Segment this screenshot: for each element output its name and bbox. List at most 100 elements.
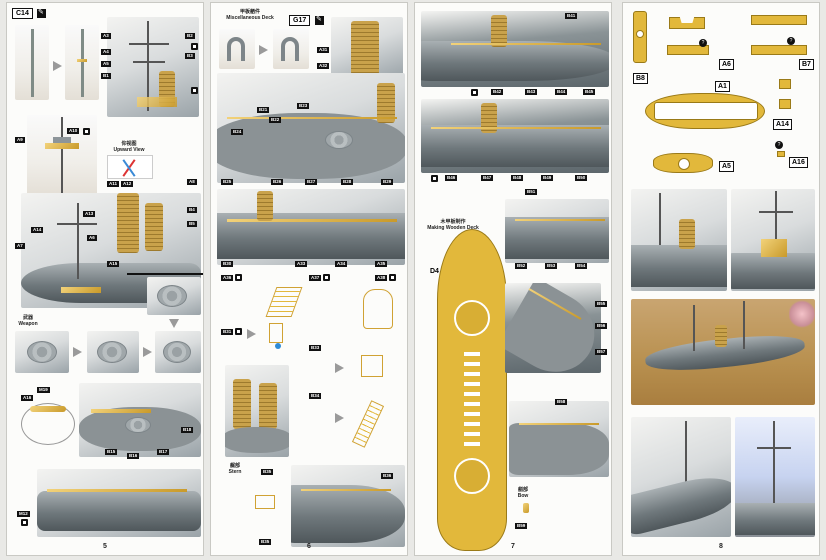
help-icon: ? (787, 37, 795, 45)
rail-overview-photo (421, 99, 609, 173)
part-tag: B46 (445, 175, 458, 181)
page-number: 8 (719, 543, 723, 550)
part-tag: B55 (595, 301, 608, 307)
part-tag: A7 (15, 243, 25, 249)
part-tag: A3 (101, 33, 111, 39)
arrow-right (53, 61, 62, 71)
part-b7-bottom (751, 45, 807, 55)
part-tag: A8 (187, 179, 197, 185)
part-b7-top (751, 15, 807, 25)
part-tag: A32 (317, 63, 330, 69)
part-tag: B22 (269, 117, 282, 123)
part-tag: B26 (271, 179, 284, 185)
part-tag: B17 (157, 449, 170, 455)
part-a6-bottom (667, 45, 709, 55)
turret-ring-aft (454, 458, 490, 494)
part-label-a6: A6 (719, 59, 734, 70)
instruction-page-8: B8 ? A6 ? B7 A1 A14 A5 ? A16 (622, 2, 820, 556)
part-label-a16: A16 (789, 157, 808, 168)
help-icon: ? (699, 39, 707, 47)
upward-view-diagram (107, 155, 153, 179)
part-chip (83, 128, 90, 135)
gun-ring-sketch (21, 403, 75, 445)
stern-cn: 艉部 (229, 463, 240, 469)
part-tag: A11 (107, 181, 120, 187)
tool-icon (315, 15, 324, 25)
funnel-cluster-photo (225, 365, 289, 457)
turret-ring-fore (454, 300, 490, 336)
part-tag: B47 (481, 175, 494, 181)
funnel-detail-photo (331, 17, 403, 77)
instruction-page-7: B41 B42 B43 B44 B45 B46 B47 B48 B49 B50 … (414, 2, 612, 556)
part-tag: B51 (525, 189, 538, 195)
part-tag: B23 (297, 103, 310, 109)
part-chip (431, 175, 438, 182)
part-tag: B44 (555, 89, 568, 95)
mast-detail-photo-before (15, 25, 49, 100)
bow-overview-photo (421, 11, 609, 87)
page-number: 6 (307, 543, 311, 550)
part-chip (235, 274, 242, 281)
part-tag: B33 (309, 345, 322, 351)
part-tag: B2 (185, 33, 195, 39)
part-chip (389, 274, 396, 281)
part-tag: B34 (309, 393, 322, 399)
arrow-right (73, 347, 82, 357)
part-tag: A6 (87, 235, 97, 241)
arrow-right (259, 45, 268, 55)
part-tag: A37 (309, 275, 322, 281)
upward-view-en: Upward View (113, 147, 145, 153)
part-tag: B4 (187, 207, 197, 213)
part-tag: B28 (341, 179, 354, 185)
section-divider (127, 273, 203, 275)
part-tag: B31 (221, 329, 234, 335)
part-tag: B24 (231, 129, 244, 135)
turret-step2-photo (87, 331, 139, 373)
part-tag: A34 (335, 261, 348, 267)
wooden-deck-cn: 木甲板制作 (440, 219, 466, 225)
part-tag: B52 (515, 263, 528, 269)
arrow-right (335, 413, 344, 423)
part-tag: B58 (555, 399, 568, 405)
part-tag: A35 (375, 261, 388, 267)
step-label-g17: G17 (289, 15, 311, 26)
part-tag: B18 (181, 427, 194, 433)
part-tag: B59 (515, 523, 528, 529)
part-tag: B45 (583, 89, 596, 95)
railing-sketch (363, 289, 393, 329)
part-tag: B56 (595, 323, 608, 329)
part-tag: B48 (511, 175, 524, 181)
part-tag: B41 (565, 13, 578, 19)
stern-en: Stern (228, 469, 242, 475)
mast-detail-photo-after (65, 25, 99, 100)
part-tag: B27 (305, 179, 318, 185)
part-tag: B43 (525, 89, 538, 95)
turret-step1-photo (15, 331, 69, 373)
part-b8 (633, 11, 647, 63)
misc-deck-en: Miscellaneous Deck (226, 15, 274, 21)
deck-weapon-photo (79, 383, 201, 457)
finished-model-photo-4 (735, 417, 815, 537)
turret-base-photo (147, 277, 201, 315)
part-chip (235, 328, 242, 335)
deck-cutouts (464, 350, 480, 446)
part-tag: B1 (101, 73, 111, 79)
part-chip (191, 43, 198, 50)
hull-rail-photo (37, 469, 201, 537)
part-chip (191, 87, 198, 94)
part-tag: B35 (261, 469, 274, 475)
part-label-a14: A14 (773, 119, 792, 130)
misc-deck-cn: 甲板舾件 (239, 9, 260, 15)
step-label-c14: C14 (12, 8, 33, 19)
flower-decoration (789, 299, 815, 329)
small-pe-sketch (255, 495, 275, 509)
part-tag: A36 (221, 275, 234, 281)
part-tag: A13 (83, 211, 96, 217)
bow-fitting (523, 503, 529, 513)
step-label-d4: D4 (430, 268, 439, 275)
part-label-a5: A5 (719, 161, 734, 172)
part-tag: B53 (545, 263, 558, 269)
part-tag: B29 (381, 179, 394, 185)
arrow-right (247, 329, 256, 339)
attach-point-marker (275, 343, 281, 349)
